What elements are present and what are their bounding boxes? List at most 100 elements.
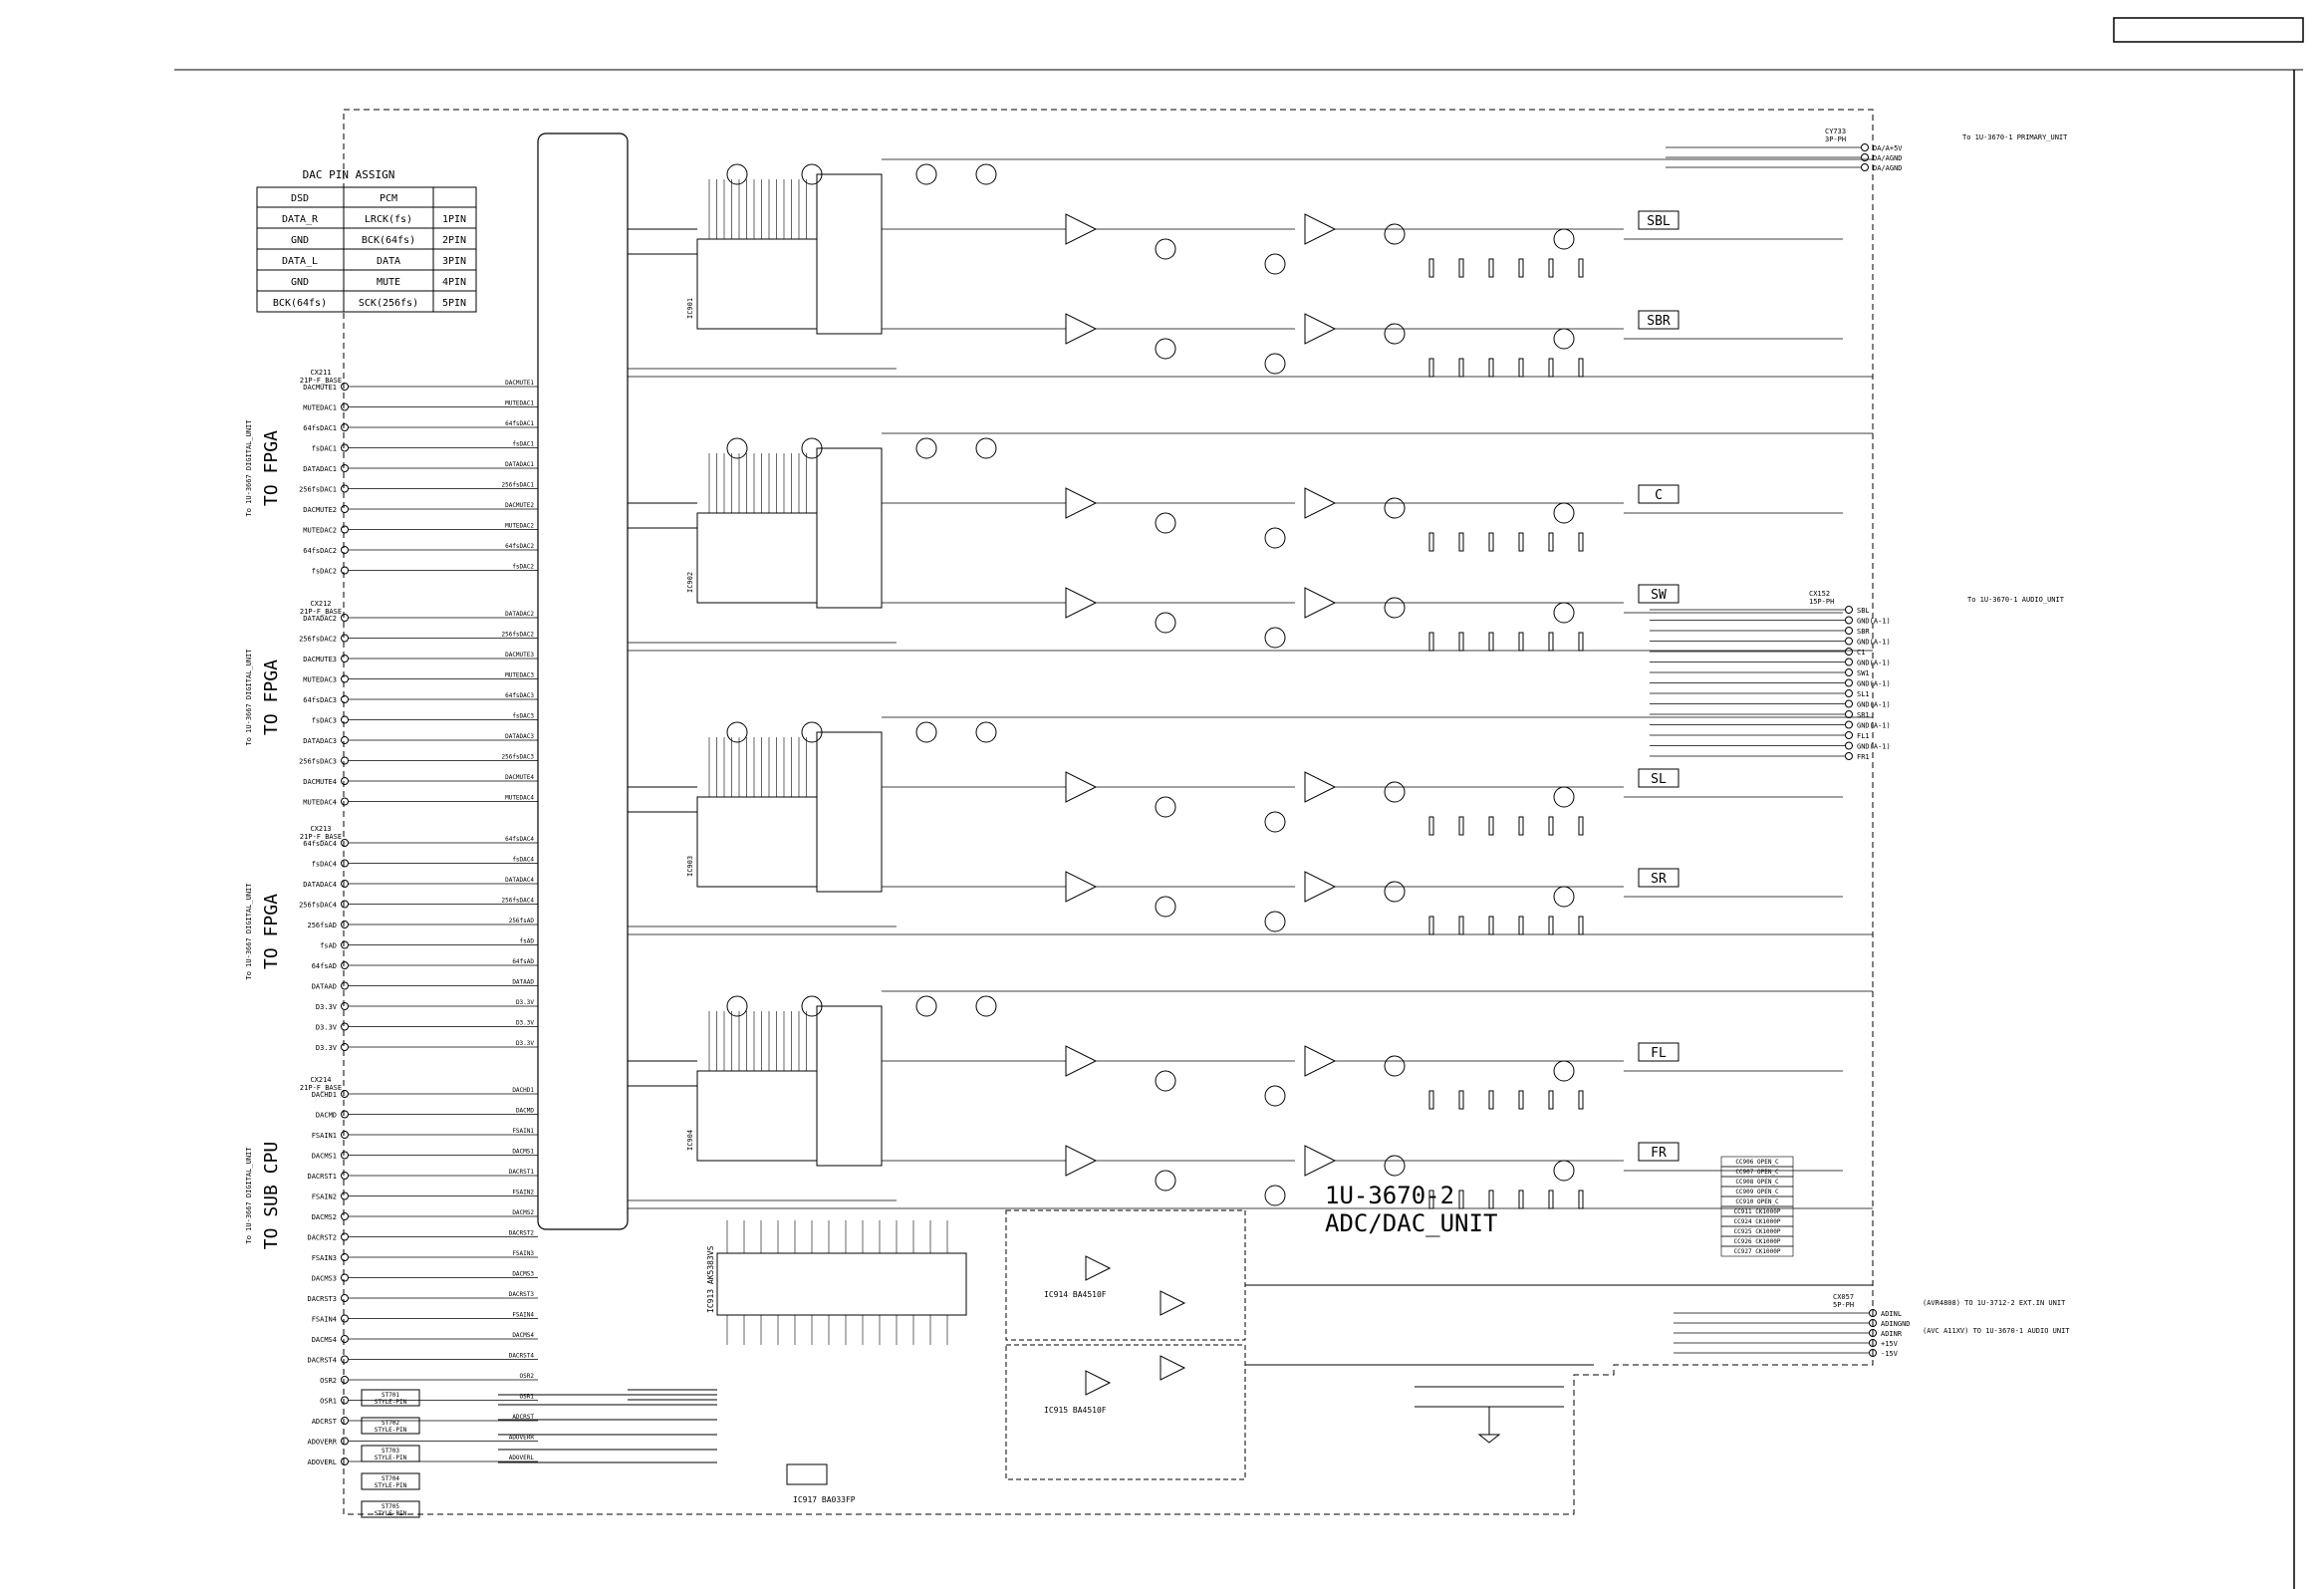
resistor	[1578, 1090, 1584, 1110]
table-cell: BCK(64fs)	[362, 235, 415, 246]
signal-bus-box	[537, 132, 629, 1230]
net-label: DATADAC3	[505, 733, 534, 740]
net-label: D3.3V	[516, 1020, 534, 1027]
resistor	[1578, 532, 1584, 552]
resistor	[1548, 1090, 1554, 1110]
adc-opamp-label: IC915 BA4510F	[1044, 1406, 1107, 1415]
connector-pin	[341, 383, 349, 391]
transistor	[1155, 612, 1176, 634]
transistor	[1384, 223, 1406, 245]
cap-label: CC906 OPEN_C	[1735, 1159, 1779, 1166]
connector-pin	[341, 1151, 349, 1160]
connector-pin-label: +15V	[1881, 1340, 1899, 1348]
transistor	[1264, 353, 1286, 375]
opamp	[1304, 771, 1337, 803]
connector-pin-label: DA/AGND	[1873, 154, 1903, 162]
connector-pin	[1845, 648, 1853, 656]
transistor	[1384, 1055, 1406, 1077]
connector-pin	[341, 1172, 349, 1180]
connector-signal-label: DACMD	[316, 1112, 337, 1120]
dac-support-block	[816, 447, 883, 609]
transistor	[1155, 338, 1176, 360]
connector-signal-label: 256fsDAC2	[299, 636, 337, 644]
dac-support-block	[816, 731, 883, 893]
channel-label-box	[1638, 868, 1679, 888]
dac-support-block	[816, 1005, 883, 1167]
transistor	[726, 437, 748, 459]
channel-label: FL	[1651, 1046, 1667, 1061]
connector-pin	[341, 1376, 349, 1384]
transistor	[1155, 238, 1176, 260]
connector-pin	[1845, 720, 1853, 729]
resistor	[1518, 916, 1524, 935]
table-cell: 1PIN	[442, 214, 466, 225]
connector-ref: CX213	[310, 825, 331, 833]
standoff-label: ST704	[382, 1475, 399, 1482]
connector-pin	[341, 880, 349, 888]
resistor	[1428, 1090, 1434, 1110]
resistor	[1488, 916, 1494, 935]
connector-pin-label: SBR	[1857, 628, 1870, 636]
connector-pin	[1861, 143, 1869, 151]
connector-pin	[341, 1090, 349, 1098]
connector-pin-label: DA/AGND	[1873, 164, 1903, 172]
dac-ic-label: IC901	[686, 298, 694, 319]
standoff-label: ST702	[382, 1420, 399, 1427]
net-label: FSAIN3	[512, 1250, 534, 1257]
transistor	[1155, 1170, 1176, 1192]
transistor	[1553, 1160, 1575, 1182]
resistor	[1548, 916, 1554, 935]
opamp	[1065, 1145, 1098, 1177]
connector-type: 21P-F_BASE	[300, 833, 342, 841]
connector-signal-label: DACRST4	[307, 1357, 337, 1365]
net-label: DATAAD	[512, 979, 534, 986]
connector-note: (AVR4808) TO 1U-3712-2 EXT.IN UNIT	[1923, 1299, 2066, 1307]
channel-label: SW	[1651, 588, 1667, 603]
connector-ref: CX212	[310, 600, 331, 608]
connector-pin	[341, 655, 349, 662]
connector-pin	[341, 839, 349, 847]
connector-signal-label: DACRST3	[307, 1295, 337, 1303]
connector-note: To 1U-3667 DIGITAL_UNIT	[245, 1147, 253, 1244]
resistor	[1548, 632, 1554, 652]
connector-note: To 1U-3667 DIGITAL_UNIT	[245, 419, 253, 517]
net-label: fsDAC4	[512, 857, 534, 864]
connector-pin-label: GND(A-1)	[1857, 639, 1891, 647]
connector-pin	[341, 1437, 349, 1446]
net-label: DACMUTE1	[505, 380, 534, 387]
connector-pin	[1845, 616, 1853, 625]
transistor	[726, 995, 748, 1017]
resistor	[1428, 816, 1434, 836]
standoff-type: STYLE-PIN	[375, 1482, 407, 1489]
resistor	[1578, 816, 1584, 836]
dac-support-block	[816, 173, 883, 335]
connector-pin	[1845, 710, 1853, 718]
connector-destination-label: TO FPGA	[261, 894, 282, 969]
connector-signal-label: fsAD	[320, 942, 337, 950]
net-label: 64fsDAC2	[505, 543, 534, 550]
transistor	[1553, 602, 1575, 624]
connector-signal-label: MUTEDAC3	[303, 676, 337, 684]
connector-pin	[341, 961, 349, 969]
transistor	[1264, 527, 1286, 549]
connector-signal-label: 256fsAD	[307, 922, 337, 929]
board-outline	[343, 109, 1874, 1515]
resistor	[1548, 1190, 1554, 1209]
connector-signal-label: fsDAC1	[312, 445, 337, 453]
connector-signal-label: DACMUTE4	[303, 778, 337, 786]
table-cell: 5PIN	[442, 298, 466, 309]
channel-label-box	[1638, 484, 1679, 504]
standoff-box	[361, 1389, 420, 1407]
transistor	[1264, 911, 1286, 932]
transistor	[915, 163, 937, 185]
connector-pin	[341, 546, 349, 554]
net-label: DACMUTE4	[505, 774, 534, 781]
transistor	[1384, 497, 1406, 519]
resistor	[1428, 916, 1434, 935]
transistor	[1553, 502, 1575, 524]
connector-pin-label: GND(A-1)	[1857, 680, 1891, 688]
connector-type: 21P-F_BASE	[300, 608, 342, 616]
